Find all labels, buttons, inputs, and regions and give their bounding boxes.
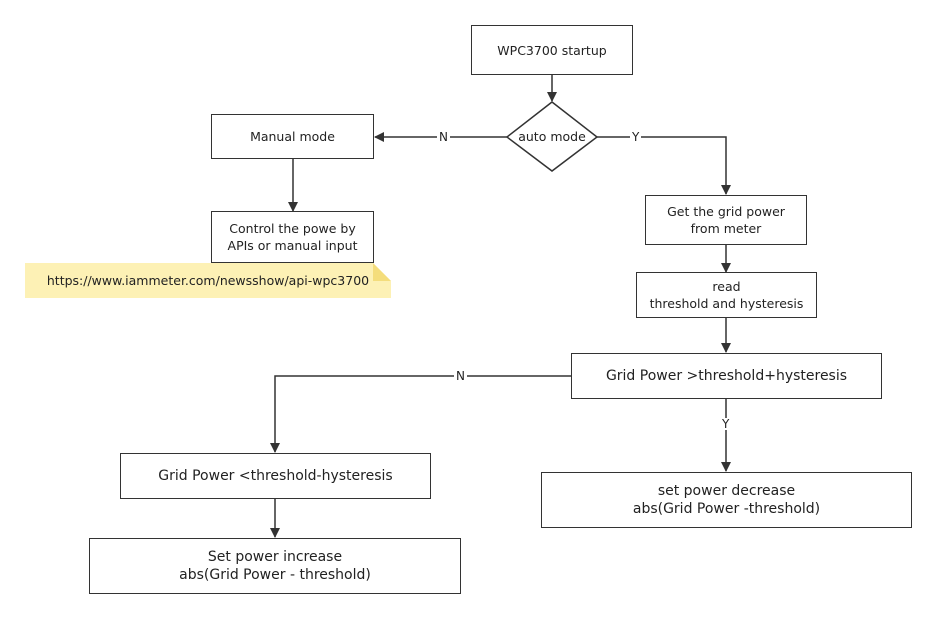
startup-box: WPC3700 startup xyxy=(471,25,633,75)
auto-mode-label: auto mode xyxy=(518,129,586,144)
note-shape xyxy=(25,263,391,298)
edge-label-gt-yes: Y xyxy=(720,417,732,431)
decrease-box: set power decrease abs(Grid Power -thres… xyxy=(541,472,912,528)
decrease-label-line2: abs(Grid Power -threshold) xyxy=(632,501,821,517)
edge-label-gt-no: N xyxy=(454,369,467,383)
edge-gt-to-lt xyxy=(270,375,571,453)
control-box: Control the powe by APIs or manual input xyxy=(211,211,374,263)
control-label-line2: APIs or manual input xyxy=(227,238,358,253)
edge-auto-to-grid xyxy=(597,136,731,195)
read-label-line1: read xyxy=(712,279,741,294)
decision-auto-mode-shape xyxy=(505,101,599,172)
read-label-line2: threshold and hysteresis xyxy=(649,296,804,311)
read-threshold-box: read threshold and hysteresis xyxy=(636,272,817,318)
increase-box: Set power increase abs(Grid Power - thre… xyxy=(89,538,461,594)
get-grid-power-box: Get the grid power from meter xyxy=(645,195,807,245)
edge-label-auto-yes: Y xyxy=(630,130,642,144)
grid-gt-box: Grid Power >threshold+hysteresis xyxy=(571,353,882,399)
increase-label-line2: abs(Grid Power - threshold) xyxy=(179,567,371,583)
get-grid-label-line1: Get the grid power xyxy=(667,204,785,219)
manual-mode-box: Manual mode xyxy=(211,114,374,159)
grid-gt-label: Grid Power >threshold+hysteresis xyxy=(605,368,848,384)
decrease-label-line1: set power decrease xyxy=(657,483,796,499)
grid-lt-box: Grid Power <threshold-hysteresis xyxy=(120,453,431,499)
manual-mode-label: Manual mode xyxy=(250,129,335,144)
grid-lt-label: Grid Power <threshold-hysteresis xyxy=(158,468,393,484)
control-label-line1: Control the powe by xyxy=(229,221,356,236)
get-grid-label-line2: from meter xyxy=(690,221,762,236)
increase-label-line1: Set power increase xyxy=(207,549,343,565)
api-link-note[interactable]: https://www.iammeter.com/newsshow/api-wp… xyxy=(46,273,370,288)
startup-label: WPC3700 startup xyxy=(497,42,607,58)
edge-label-auto-no: N xyxy=(437,130,450,144)
